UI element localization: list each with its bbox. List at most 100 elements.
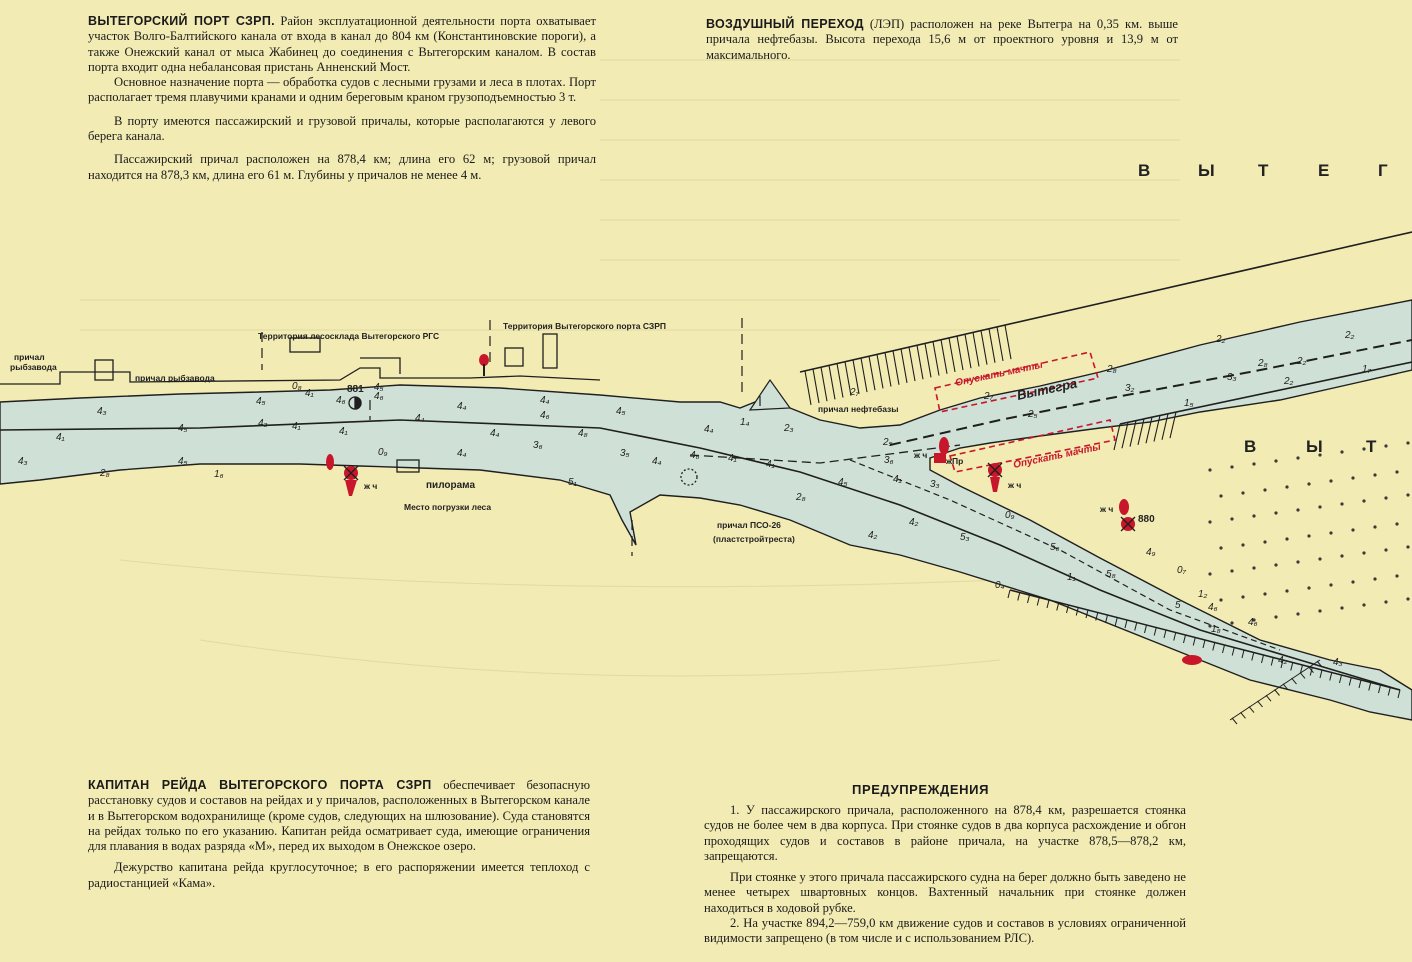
depth-sounding: 4₈ — [578, 428, 588, 439]
captain-text-1: обеспечивает безопасную расстановку судо… — [88, 778, 590, 854]
depth-sounding: 4₁ — [292, 421, 301, 432]
depth-sounding: 0₈ — [292, 381, 302, 392]
air-text: (ЛЭП) расположен на реке Вытегра на 0,35… — [706, 17, 1178, 62]
depth-sounding: 4₁ — [893, 474, 902, 485]
depth-sounding: 2₂ — [1283, 376, 1294, 387]
depth-sounding: 4₆ — [374, 391, 384, 402]
depth-sounding: 4₁ — [766, 459, 775, 470]
depth-sounding: 1₄ — [740, 417, 750, 428]
depth-sounding: 2₂ — [1296, 356, 1307, 367]
depth-sounding: 4₅ — [616, 406, 626, 417]
label-prichal-rybzavoda: причал рыбзавода — [135, 373, 215, 383]
canal-water — [0, 299, 1412, 721]
label-kch-4: ж ч — [913, 450, 927, 460]
depth-sounding: 4₄ — [704, 424, 714, 435]
depth-sounding: 4₄ — [415, 413, 425, 424]
port-description: ВЫТЕГОРСКИЙ ПОРТ СЗРП. Район эксплуатаци… — [88, 14, 596, 183]
captain-description: КАПИТАН РЕЙДА ВЫТЕГОРСКОГО ПОРТА СЗРП об… — [88, 778, 590, 891]
label-pilorama: пилорама — [426, 480, 475, 491]
label-prichal-left-2: рыбзавода — [10, 362, 57, 372]
air-crossing-description: ВОЗДУШНЫЙ ПЕРЕХОД (ЛЭП) расположен на ре… — [706, 17, 1178, 63]
depth-sounding: 4₆ — [540, 410, 550, 421]
label-port-territory: Территория Вытегорского порта СЗРП — [503, 321, 666, 331]
depth-sounding: 1₂ — [1198, 589, 1208, 600]
captain-heading: КАПИТАН РЕЙДА ВЫТЕГОРСКОГО ПОРТА СЗРП — [88, 778, 432, 792]
depth-sounding: 3₆ — [533, 440, 543, 451]
depth-sounding: 5₆ — [1050, 542, 1060, 553]
depth-sounding: 2₂ — [1344, 330, 1355, 341]
depth-sounding: 4₆ — [336, 395, 346, 406]
depth-sounding: 4₃ — [97, 406, 107, 417]
depth-sounding: 4₃ — [18, 456, 28, 467]
depth-sounding: 2₃ — [783, 423, 794, 434]
depth-sounding: 4₃ — [1333, 657, 1343, 668]
depth-sounding: 4₁ — [339, 426, 348, 437]
depth-sounding: 4₅ — [374, 382, 384, 393]
big-letter-top: В — [1138, 161, 1150, 180]
depth-sounding: 3₂ — [1125, 383, 1135, 394]
big-letter-top: Т — [1258, 161, 1269, 180]
depth-sounding: 1₆ — [214, 469, 224, 480]
depth-sounding: 1₁ — [1067, 572, 1076, 583]
depth-sounding: 5₁ — [568, 477, 577, 488]
port-text-3: В порту имеются пассажирский и грузовой … — [88, 113, 596, 144]
depth-sounding: 4₄ — [540, 395, 550, 406]
depth-sounding: 4₄ — [490, 428, 500, 439]
depth-sounding: 5₃ — [960, 532, 970, 543]
depth-sounding: 4₄ — [652, 456, 662, 467]
bank-hatching-upper — [799, 231, 1412, 425]
big-letter-top: Е — [1318, 161, 1329, 180]
depth-sounding: 0₇ — [1177, 565, 1187, 576]
depth-sounding: 4₄ — [457, 401, 467, 412]
label-km-880: 880 — [1138, 514, 1155, 525]
depth-sounding: 4₂ — [1278, 655, 1288, 666]
depth-sounding: 2₅ — [882, 437, 893, 448]
depth-sounding: 5₈ — [1106, 569, 1116, 580]
depth-sounding: 2₈ — [99, 468, 110, 479]
depth-sounding: 1₅ — [1184, 398, 1194, 409]
depth-sounding: 2₈ — [1106, 364, 1117, 375]
depth-sounding: 4₆ — [690, 450, 700, 461]
depth-sounding: 0₉ — [378, 447, 388, 458]
captain-text-2: Дежурство капитана рейда круглосуточное;… — [88, 860, 590, 890]
label-pso-2: (пластстройтреста) — [713, 534, 795, 544]
depth-sounding: 1₈ — [1211, 624, 1221, 635]
warning-1b: При стоянке у этого причала пассажирског… — [704, 870, 1186, 915]
label-lesosklad: Территория лесосклада Вытегорского РГС — [258, 331, 439, 341]
air-heading: ВОЗДУШНЫЙ ПЕРЕХОД — [706, 17, 864, 31]
warnings-block: 1. У пассажирского причала, расположенно… — [704, 803, 1186, 947]
label-kch-2: ж ч — [1007, 480, 1021, 490]
depth-sounding: 2₅ — [1027, 409, 1038, 420]
depth-sounding: 0₄ — [995, 580, 1005, 591]
label-pso: причал ПСО-26 — [717, 520, 781, 530]
depth-sounding: 4₁ — [728, 453, 737, 464]
big-letter-top: Г — [1378, 161, 1388, 180]
depth-sounding: 4₅ — [838, 477, 848, 488]
depth-sounding: 2₂ — [1215, 334, 1226, 345]
big-letter-top: Ы — [1198, 161, 1215, 180]
depth-sounding: 2₈ — [795, 492, 806, 503]
depth-sounding: 4₉ — [1146, 547, 1156, 558]
depth-sounding: 2₈ — [1257, 358, 1268, 369]
depth-sounding: 4₂ — [909, 517, 919, 528]
depth-sounding: 4₂ — [868, 530, 878, 541]
depth-sounding: 4₆ — [1248, 617, 1258, 628]
depth-sounding: 3₃ — [930, 479, 940, 490]
depth-sounding: 4₆ — [1208, 602, 1218, 613]
depth-sounding: 3₃ — [1227, 372, 1237, 383]
fairway-axis — [0, 419, 1401, 691]
port-heading: ВЫТЕГОРСКИЙ ПОРТ СЗРП. — [88, 14, 275, 28]
depth-sounding: 4₁ — [305, 388, 314, 399]
depth-sounding: 0₉ — [1005, 510, 1015, 521]
depth-sounding: 4₅ — [178, 423, 188, 434]
label-zhpr: жПр — [945, 456, 963, 466]
depth-sounding: 3₅ — [620, 448, 630, 459]
warning-1: 1. У пассажирского причала, расположенно… — [704, 803, 1186, 863]
depth-sounding: 2₇ — [983, 391, 994, 402]
big-letter-mid: Ы — [1306, 437, 1323, 456]
depth-sounding: 4₄ — [457, 448, 467, 459]
label-mast-2: Опускать мачты — [1012, 442, 1102, 471]
depth-sounding: 1₇ — [1362, 364, 1372, 375]
